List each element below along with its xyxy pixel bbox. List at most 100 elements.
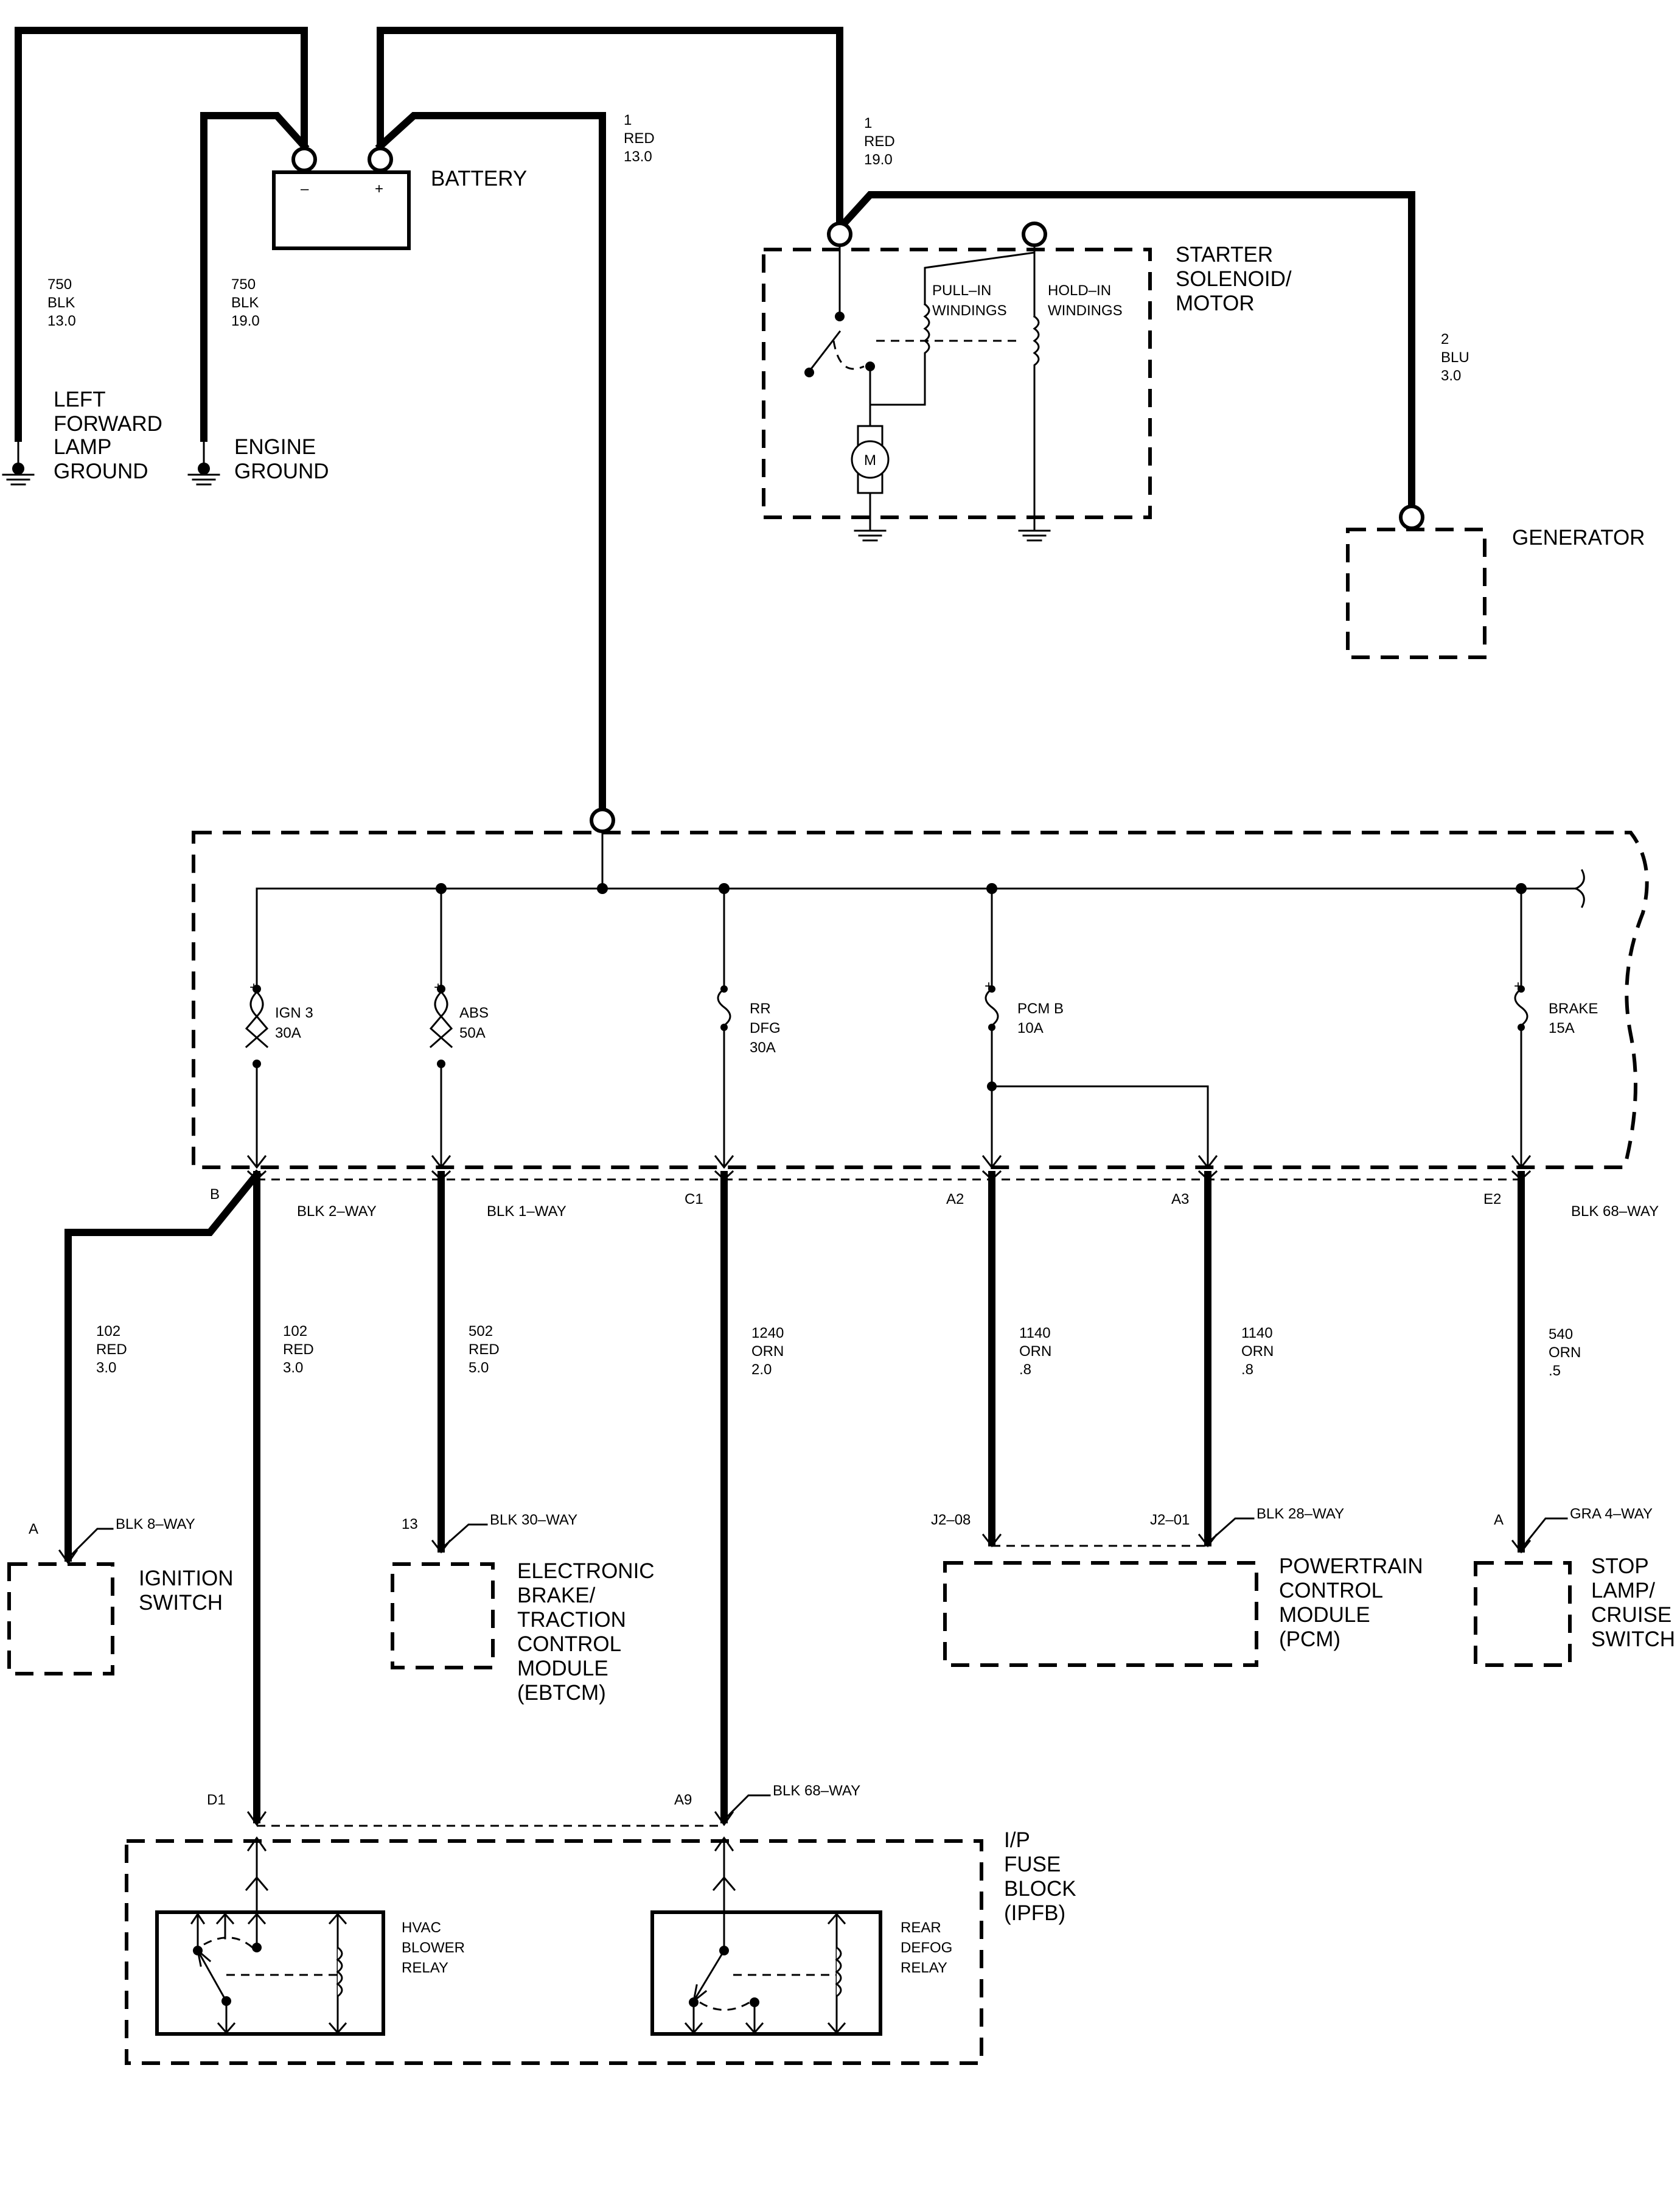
defog-relay-label-2: DEFOG [901, 1940, 952, 1956]
engine-ground-label-2: GROUND [234, 459, 329, 483]
rear-defog-relay: REAR DEFOG RELAY [650, 1910, 952, 2036]
fuse-brake-label-1: BRAKE [1549, 1001, 1598, 1017]
svg-text:750: 750 [47, 276, 72, 293]
fuse-pcm-b: + PCM B 10A [985, 887, 1209, 1167]
fuse-rrdfg-label-2: DFG [750, 1020, 781, 1036]
generator-title: GENERATOR [1512, 526, 1645, 550]
ipfb-title-2: FUSE [1004, 1853, 1061, 1876]
fuseblock-box [192, 831, 1649, 1169]
fuse-rrdfg-label-1: RR [750, 1001, 771, 1017]
connector-ipfb-desc: BLK 68–WAY [773, 1783, 860, 1799]
lamp-ground-label-4: GROUND [54, 459, 148, 483]
motor-label: M [864, 452, 876, 469]
pull-in-winding [923, 302, 930, 366]
lamp-ground-label-3: LAMP [54, 435, 111, 459]
ebtcm-title-4: CONTROL [517, 1632, 621, 1656]
fuse-abs-label-2: 50A [459, 1025, 486, 1041]
battery-pos-sign: + [375, 181, 383, 197]
starter-contact-arm [807, 330, 842, 373]
battery-title: BATTERY [431, 167, 527, 190]
wire-engine-ground [200, 112, 310, 442]
svg-text:3.0: 3.0 [1441, 368, 1461, 384]
svg-text:.5: .5 [1549, 1363, 1561, 1379]
fuse-rr-dfg: RR DFG 30A [717, 887, 781, 1167]
pcm-title-2: CONTROL [1279, 1579, 1383, 1602]
fuse-brake-label-2: 15A [1549, 1020, 1575, 1036]
wire-label-generator: 2 BLU 3.0 [1441, 331, 1469, 384]
battery-neg-sign: – [301, 181, 309, 197]
connector-ign-desc: BLK 8–WAY [116, 1516, 195, 1532]
ipfb-box [125, 1839, 983, 2065]
svg-text:102: 102 [96, 1323, 120, 1340]
connector-e2: E2 [1483, 1191, 1501, 1207]
svg-text:19.0: 19.0 [864, 152, 893, 168]
svg-text:BLK: BLK [231, 295, 259, 311]
svg-text:2.0: 2.0 [751, 1361, 772, 1378]
svg-text:+: + [1514, 978, 1522, 994]
connector-d1: D1 [207, 1792, 226, 1808]
wire-label-brake: 540 ORN .5 [1549, 1326, 1581, 1379]
wire-label-battery-starter: 1 RED 19.0 [864, 115, 895, 168]
svg-text:3.0: 3.0 [283, 1360, 303, 1376]
connector-pcm-j208: J2–08 [931, 1512, 971, 1528]
wire-label-ign-left: 102 RED 3.0 [96, 1323, 127, 1376]
ignition-title-1: IGNITION [139, 1567, 234, 1590]
fuse-ign3: + IGN 3 30A [245, 887, 313, 1167]
pcm-title-3: MODULE [1279, 1603, 1370, 1627]
svg-text:RED: RED [96, 1341, 127, 1358]
generator: 2 BLU 3.0 GENERATOR [1346, 331, 1645, 659]
connector-ign-a: A [29, 1521, 38, 1537]
svg-text:1140: 1140 [1241, 1325, 1273, 1341]
ip-fuse-block: D1 A9 BLK 68–WAY I/P FUSE BLOCK (IPFB) [125, 1783, 1076, 2065]
fuse-pcmb-label-1: PCM B [1017, 1001, 1064, 1017]
hvac-relay-label-3: RELAY [402, 1960, 448, 1976]
svg-text:19.0: 19.0 [231, 313, 260, 329]
starter-title-2: SOLENOID/ [1176, 267, 1292, 291]
connector-stop-desc: GRA 4–WAY [1570, 1506, 1653, 1522]
svg-text:RED: RED [283, 1341, 314, 1358]
svg-text:BLK: BLK [47, 295, 75, 311]
ebtcm-title-2: BRAKE/ [517, 1584, 596, 1607]
svg-text:5.0: 5.0 [469, 1360, 489, 1376]
stop-switch-box [1474, 1561, 1572, 1667]
pcm-title-1: POWERTRAIN [1279, 1554, 1423, 1578]
svg-text:1140: 1140 [1019, 1325, 1051, 1341]
wire-label-pcm1: 1140 ORN .8 [1019, 1325, 1051, 1378]
battery-section: – + BATTERY 750 BLK 13.0 750 BLK 19.0 1 … [2, 27, 895, 822]
svg-text:540: 540 [1549, 1326, 1573, 1343]
wire-lamp-ground [15, 27, 308, 442]
fuse-abs-label-1: ABS [459, 1005, 489, 1021]
svg-text:+: + [434, 979, 442, 996]
wire-ignition-switch [64, 1169, 262, 1562]
defog-relay-label-3: RELAY [901, 1960, 947, 1976]
ebtcm-title-6: (EBTCM) [517, 1681, 606, 1705]
connector-a9: A9 [674, 1792, 692, 1808]
svg-text:+: + [249, 979, 258, 996]
starter-solenoid-motor: M PULL–IN WINDINGS HOLD–IN WINDINGS STAR… [762, 191, 1415, 542]
connector-e2-desc: BLK 68–WAY [1571, 1203, 1659, 1220]
svg-text:ORN: ORN [1241, 1343, 1274, 1360]
wire-label-battery-fuseblock: 1 RED 13.0 [624, 112, 655, 165]
connector-stop-a: A [1494, 1512, 1504, 1528]
wire-label-abs: 502 RED 5.0 [469, 1323, 500, 1376]
svg-text:102: 102 [283, 1323, 307, 1340]
fuseblock-connector-labels: B BLK 2–WAY BLK 1–WAY C1 A2 A3 E2 BLK 68… [210, 1186, 1659, 1220]
starter-battery-terminal [827, 222, 852, 247]
svg-text:13.0: 13.0 [47, 313, 76, 329]
svg-text:RED: RED [624, 130, 655, 147]
wire-label-pcm2: 1140 ORN .8 [1241, 1325, 1274, 1378]
fuse-brake: + BRAKE 15A [1514, 887, 1598, 1167]
wire-generator [834, 191, 1415, 518]
lamp-ground-label-1: LEFT [54, 388, 106, 411]
fuse-ign3-label-2: 30A [275, 1025, 301, 1041]
hvac-relay-label-1: HVAC [402, 1920, 441, 1936]
stop-title-2: LAMP/ [1591, 1579, 1655, 1602]
wire-battery-starter [377, 27, 843, 232]
svg-text:ORN: ORN [751, 1343, 784, 1360]
ipfb-title-1: I/P [1004, 1828, 1030, 1852]
battery-body [272, 170, 411, 250]
wire-label-ign-right: 102 RED 3.0 [283, 1323, 314, 1376]
svg-text:13.0: 13.0 [624, 148, 652, 165]
left-forward-lamp-ground: LEFT FORWARD LAMP GROUND [2, 388, 162, 486]
